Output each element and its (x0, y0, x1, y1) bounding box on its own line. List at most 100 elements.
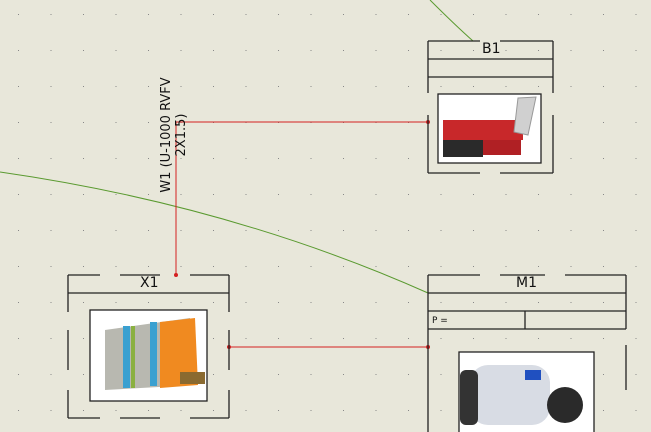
grid-dot (83, 122, 84, 123)
grid-dot (115, 194, 117, 195)
grid-dot (570, 14, 572, 15)
grid-dot (570, 122, 572, 123)
grid-dot (440, 194, 442, 195)
grid-dot (245, 374, 247, 375)
grid-dot (440, 14, 442, 15)
grid-dot (570, 194, 572, 195)
grid-dot (278, 374, 279, 375)
grid-dot (440, 338, 442, 339)
grid-dot (50, 14, 52, 15)
grid-dot (603, 86, 604, 87)
grid-dot (180, 302, 182, 303)
motor-pump-image (460, 365, 583, 425)
grid-dot (83, 302, 84, 303)
grid-dot (213, 374, 214, 375)
grid-dot (473, 50, 474, 51)
grid-dot (278, 230, 279, 231)
grid-dot (603, 338, 604, 339)
grid-dot (538, 14, 539, 15)
grid-dot (83, 374, 84, 375)
grid-dot (18, 86, 19, 87)
grid-dot (570, 86, 572, 87)
grid-dot (505, 50, 507, 51)
grid-dot (635, 302, 637, 303)
grid-dot (440, 50, 442, 51)
grid-dot (505, 194, 507, 195)
grid-dot (50, 86, 52, 87)
grid-dot (635, 230, 637, 231)
grid-dot (343, 194, 344, 195)
grid-dot (18, 374, 19, 375)
grid-dot (505, 14, 507, 15)
grid-dot (148, 122, 149, 123)
grid-dot (505, 86, 507, 87)
grid-dot (473, 302, 474, 303)
grid-dot (245, 266, 247, 267)
grid-dot (83, 50, 84, 51)
grid-dot (115, 410, 117, 411)
grid-dot (408, 302, 409, 303)
grid-dot (213, 86, 214, 87)
grid-dot (473, 266, 474, 267)
grid-dot (343, 158, 344, 159)
grid-dot (310, 410, 312, 411)
grid-dot (603, 14, 604, 15)
grid-dot (343, 86, 344, 87)
wire-junction (174, 273, 178, 277)
grid-dot (115, 158, 117, 159)
grid-dot (603, 374, 604, 375)
grid-dot (83, 194, 84, 195)
grid-dot (83, 410, 84, 411)
grid-dot (408, 374, 409, 375)
grid-dot (213, 338, 214, 339)
grid-dot (245, 194, 247, 195)
grid-dot (408, 14, 409, 15)
grid-dot (148, 50, 149, 51)
grid-dot (375, 302, 377, 303)
grid-dot (18, 158, 19, 159)
grid-dot (213, 14, 214, 15)
grid-dot (310, 266, 312, 267)
grid-dot (148, 302, 149, 303)
grid-dot (83, 86, 84, 87)
grid-dot (310, 158, 312, 159)
grid-dot (505, 266, 507, 267)
grid-dot (115, 230, 117, 231)
grid-dot (343, 302, 344, 303)
grid-dot (148, 158, 149, 159)
grid-dot (245, 302, 247, 303)
grid-dot (343, 338, 344, 339)
grid-dot (180, 86, 182, 87)
link-line-b1 (429, 0, 474, 42)
grid-dot (115, 122, 117, 123)
grid-dot (408, 410, 409, 411)
grid-dot (570, 302, 572, 303)
link-line-m1 (0, 171, 429, 294)
grid-dot (18, 266, 19, 267)
m1-power-field[interactable]: P = (432, 316, 448, 326)
grid-dot (115, 50, 117, 51)
grid-dot (18, 410, 19, 411)
grid-dot (83, 230, 84, 231)
grid-dot (635, 86, 637, 87)
grid-dot (440, 302, 442, 303)
grid-dot (148, 86, 149, 87)
grid-dot (83, 158, 84, 159)
grid-dot (50, 338, 52, 339)
grid-dot (635, 266, 637, 267)
cable-label-line2: 2X1.5) (174, 113, 189, 157)
grid-dot (473, 338, 474, 339)
grid-dot (310, 302, 312, 303)
grid-dot (538, 338, 539, 339)
grid-dot (213, 158, 214, 159)
grid-dot (440, 374, 442, 375)
grid-dot (440, 230, 442, 231)
grid-dot (408, 230, 409, 231)
grid-dot (278, 86, 279, 87)
grid-dot (635, 338, 637, 339)
grid-dot (115, 266, 117, 267)
grid-dot (635, 122, 637, 123)
grid-dot (310, 374, 312, 375)
